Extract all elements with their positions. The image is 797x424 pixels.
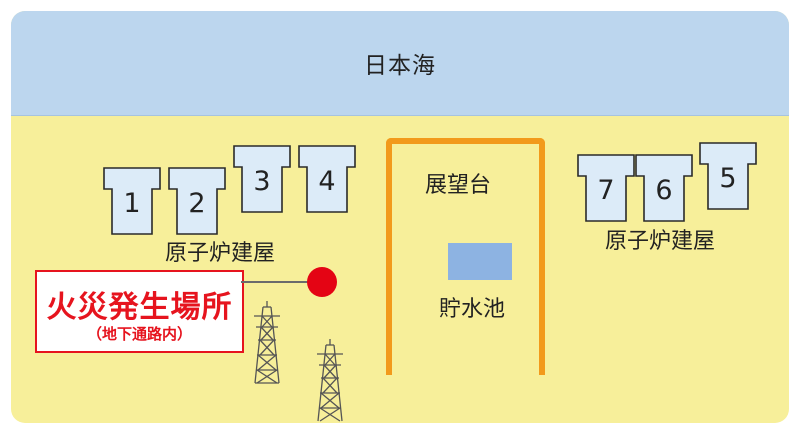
observatory-label: 展望台	[425, 173, 492, 198]
observatory-frame	[386, 138, 545, 375]
fire-location-title: 火災発生場所	[46, 290, 233, 325]
building-icon	[233, 145, 291, 213]
reactor-building-5: 5	[699, 142, 757, 210]
fire-location-subtitle: （地下通路内）	[86, 325, 192, 343]
site-map: 日本海 1 2 3 4 原子炉建屋 展望台 貯水池 7	[11, 11, 789, 423]
reservoir-label: 貯水池	[439, 297, 506, 322]
fire-location-callout: 火災発生場所 （地下通路内）	[35, 270, 244, 353]
reactor-building-1: 1	[103, 167, 161, 235]
transmission-tower-icon	[254, 301, 280, 384]
sea-label: 日本海	[364, 53, 436, 79]
reactor-building-label-left: 原子炉建屋	[165, 241, 276, 266]
building-number: 4	[318, 165, 336, 197]
transmission-tower-icon	[317, 339, 343, 422]
building-number: 6	[655, 174, 673, 206]
building-number: 2	[188, 187, 206, 219]
building-icon	[103, 167, 161, 235]
building-icon	[699, 142, 757, 210]
reactor-building-6: 6	[635, 154, 693, 222]
reactor-building-7: 7	[577, 154, 635, 222]
reservoir-pool	[448, 243, 512, 280]
building-icon	[577, 154, 635, 222]
building-number: 1	[123, 187, 141, 219]
reactor-building-4: 4	[298, 145, 356, 213]
reactor-building-3: 3	[233, 145, 291, 213]
building-icon	[168, 167, 226, 235]
building-icon	[298, 145, 356, 213]
building-number: 3	[253, 165, 271, 197]
fire-location-marker-icon	[307, 267, 337, 297]
building-number: 7	[597, 174, 615, 206]
building-number: 5	[719, 162, 737, 194]
fire-leader-line	[241, 281, 311, 283]
reactor-building-2: 2	[168, 167, 226, 235]
reactor-building-label-right: 原子炉建屋	[605, 229, 716, 254]
sea-area: 日本海	[11, 11, 789, 116]
building-icon	[635, 154, 693, 222]
